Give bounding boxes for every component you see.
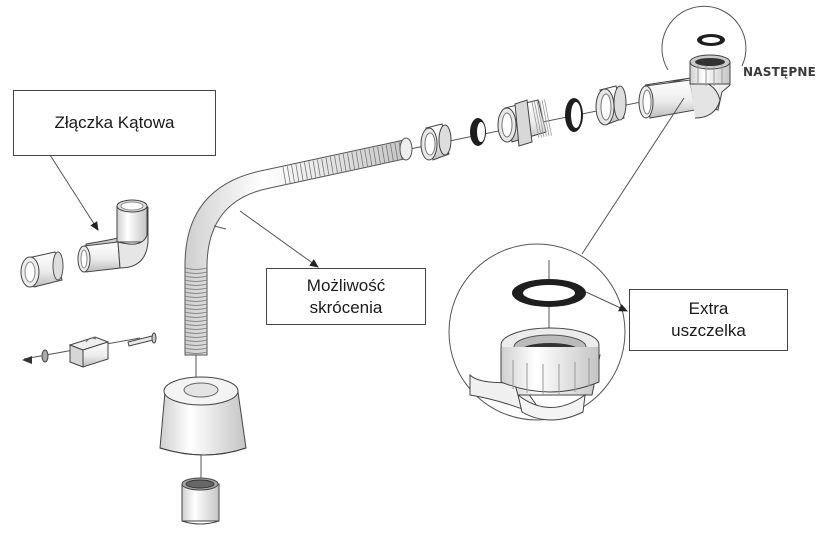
detail-nut-ribs	[512, 358, 590, 395]
hose-rib	[184, 343, 208, 346]
hose-rib	[184, 307, 208, 310]
leader-shortening	[239, 210, 319, 268]
wall-clip	[68, 336, 110, 368]
hose-rib	[360, 150, 364, 169]
label-angle-connector-text: Złączka Kątowa	[54, 113, 175, 132]
detail-threaded-nut	[469, 327, 601, 421]
hose-rib	[184, 271, 208, 274]
connector-thread	[544, 99, 552, 136]
hose-rib	[184, 283, 208, 286]
label-shortening: Możliwość skrócenia	[266, 268, 426, 325]
connector-thread	[539, 100, 547, 137]
hose-rib	[184, 299, 208, 302]
hose-rib	[184, 331, 208, 334]
hose-rib	[282, 166, 287, 186]
connector-thread	[534, 101, 542, 138]
base-cone	[159, 376, 247, 480]
wall-plug-screw	[127, 332, 157, 347]
label-angle-connector: Złączka Kątowa	[13, 90, 216, 156]
arrow-left-icon	[22, 356, 32, 364]
detail-callout-large	[448, 243, 626, 421]
hose-rib	[312, 160, 317, 179]
hose-rib	[351, 152, 356, 171]
hose-rib	[184, 319, 208, 322]
hose-rib	[308, 161, 313, 180]
label-extra-gasket-line1: Extra	[688, 299, 729, 318]
hose-end	[399, 137, 413, 161]
union-nut-left	[420, 123, 452, 161]
hose-rib	[295, 164, 300, 183]
label-extra-gasket-line2: uszczelka	[671, 321, 746, 340]
hose-rib	[342, 153, 347, 173]
label-shortening-line1: Możliwość	[306, 275, 386, 295]
hose-rib	[184, 267, 208, 270]
hose-rib	[184, 327, 208, 330]
wall-clip-assembly	[22, 332, 157, 368]
hose-rib	[394, 142, 399, 162]
label-extra-gasket: Extra uszczelka	[629, 289, 788, 351]
hose-rib	[372, 147, 377, 166]
hose-rib	[184, 339, 208, 342]
hose-rib	[385, 144, 390, 163]
union-nut-right	[595, 85, 627, 126]
connector-threads	[531, 99, 552, 139]
hose-rib	[184, 303, 208, 306]
hose-rib	[368, 148, 373, 167]
hose-rib	[184, 323, 208, 326]
hose-rib	[377, 146, 381, 165]
detail-callout-small	[661, 5, 747, 71]
callout-leader	[581, 97, 685, 255]
washer	[41, 349, 49, 363]
black-gasket-right	[565, 98, 583, 132]
detail-gasket	[512, 279, 586, 307]
hose-rib	[364, 149, 369, 168]
black-gasket-left	[470, 118, 486, 146]
hose-rib	[184, 291, 208, 294]
hose-rib	[184, 275, 208, 278]
connector-thread	[531, 101, 540, 139]
hose-rib	[321, 158, 326, 177]
hose-rib	[184, 347, 208, 350]
hose-rib	[184, 279, 208, 282]
hose-rib	[299, 163, 304, 182]
connector-thread	[536, 100, 545, 138]
straight-coupling	[20, 251, 64, 288]
hose-rib	[184, 351, 208, 354]
hose-rib	[338, 154, 343, 174]
hose-rib	[184, 315, 208, 318]
elbow-connector	[77, 199, 149, 273]
hose-rib	[184, 335, 208, 338]
threaded-sleeve	[181, 477, 220, 525]
elbow-outlet	[638, 54, 731, 119]
leader-angle-connector	[49, 154, 99, 231]
hose-rib	[184, 311, 208, 314]
corrugated-bent-hose	[184, 139, 410, 383]
connector-thread	[541, 99, 550, 137]
hose-rib	[347, 153, 351, 172]
hose-rib	[286, 166, 291, 185]
threaded-connector	[497, 99, 552, 147]
hose-rib	[390, 143, 394, 162]
hose-rib	[317, 159, 321, 178]
hose-rib	[355, 151, 360, 170]
next-label[interactable]: NASTĘPNE	[743, 65, 816, 79]
hose-rib	[184, 287, 208, 290]
nut-ribs	[697, 64, 723, 86]
hose-rib	[325, 157, 330, 176]
hose-rib	[184, 295, 208, 298]
hose-rib	[304, 162, 308, 181]
leader-extra-gasket	[585, 291, 628, 312]
hose-rib	[334, 155, 338, 174]
hose-rib	[291, 165, 295, 184]
hose-rib	[381, 145, 386, 164]
hose-rib	[329, 156, 334, 175]
hose-ribs-lower	[184, 267, 208, 354]
label-shortening-line2: skrócenia	[309, 297, 383, 317]
